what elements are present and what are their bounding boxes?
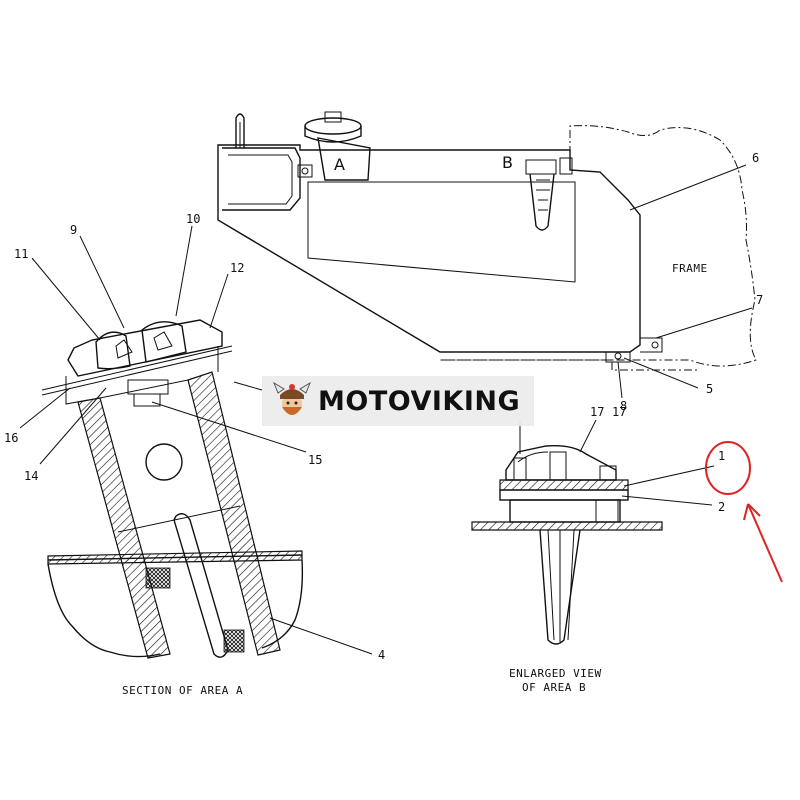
callout-7: 7	[756, 293, 763, 307]
callout-4: 4	[378, 648, 385, 662]
callout-6: 6	[752, 151, 759, 165]
frame-outline	[440, 125, 757, 367]
highlight-annotation	[705, 441, 783, 583]
filler-cap	[304, 111, 371, 181]
viking-mascot-icon	[272, 381, 312, 415]
callout-17-b: 17	[612, 405, 626, 419]
caption-enlarged-b-1: ENLARGED VIEW	[509, 667, 602, 680]
callout-11: 11	[14, 247, 28, 261]
caption-enlarged-b-2: OF AREA B	[522, 681, 586, 694]
callout-17-a: 17	[590, 405, 604, 419]
callout-1: 1	[718, 449, 725, 463]
leader-lines	[19, 164, 753, 655]
callout-10: 10	[186, 212, 200, 226]
callout-5: 5	[706, 382, 713, 396]
callout-8: 8	[620, 399, 627, 413]
callout-9: 9	[70, 223, 77, 237]
enlarged-view-b	[471, 444, 663, 645]
fuel-tank: A B	[217, 111, 663, 363]
callout-16: 16	[4, 431, 18, 445]
watermark-logo: MOTOVIKING	[262, 376, 534, 426]
callout-2: 2	[718, 500, 725, 514]
area-b-fitting	[525, 157, 573, 231]
callouts: 1 2 4 5 6 7 8 9 10 11 12 14 15 16 17 17	[4, 151, 763, 662]
frame-label: FRAME	[672, 262, 708, 275]
callout-12: 12	[230, 261, 244, 275]
highlight-arrow	[743, 503, 783, 583]
callout-15: 15	[308, 453, 322, 467]
callout-14: 14	[24, 469, 38, 483]
highlight-circle	[705, 441, 751, 495]
section-area-a	[41, 319, 304, 659]
caption-section-a: SECTION OF AREA A	[122, 684, 243, 697]
area-label-a: A	[334, 155, 345, 174]
watermark-text: MOTOVIKING	[318, 385, 521, 417]
area-label-b: B	[502, 153, 513, 172]
